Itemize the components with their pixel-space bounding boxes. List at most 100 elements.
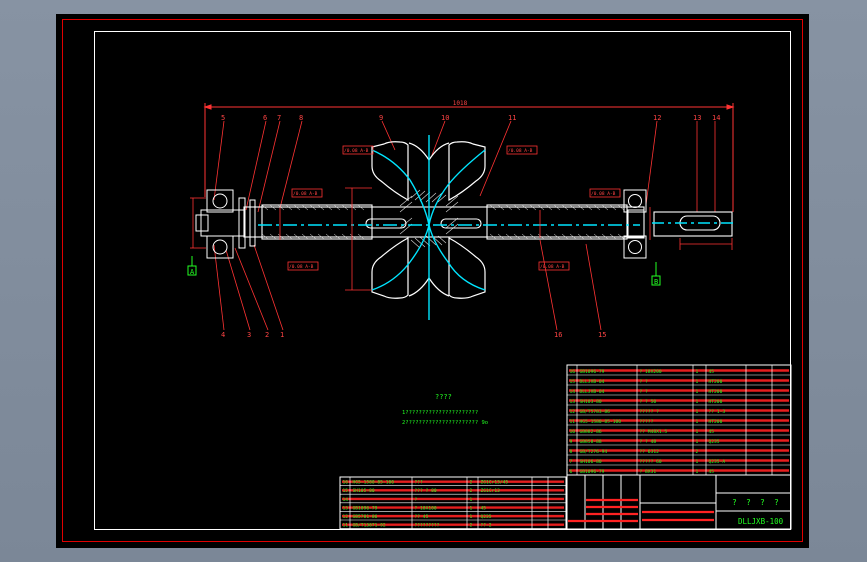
bom-cell-name: ? 18X100 [415,505,437,511]
bom-cell-name: ????? 60 [640,459,662,465]
bom-cell-no: 14 [570,389,576,395]
bom-cell-name: ? ? 50 [640,399,657,405]
bom-cell-qty: 1 [696,469,699,475]
callout-numbers-bottom: 4 3 2 1 16 15 [221,331,606,339]
title-mark: ? [760,498,765,507]
tolerance-label: /0.08 A-B [540,264,565,270]
callout-2: 2 [265,331,269,339]
bom-cell-code: SH106-80 [580,459,602,465]
bom-cell-mat: 45 [709,469,715,475]
bom-cell-qty: 1 [696,369,699,375]
title-mark: ? [774,498,779,507]
callout-15: 15 [598,331,606,339]
bom-cell-no: 13 [570,399,576,405]
bom-cell-name: ?? M48X1.5 [640,429,668,435]
bom-cell-name: ??? ? 80 [415,488,437,494]
bom-cell-no: 9 [570,439,573,445]
callout-9: 9 [379,114,383,122]
bom-cell-name: ? ? [640,389,649,395]
bom-row: 14?1 [340,497,566,504]
tolerance-labels: /0.08 A-B /0.08 A-B /0.08 A-B /0.08 A-B … [289,148,616,270]
bom-cell-mat: Q235 [709,439,720,445]
bom-cell-code: SH103-80 [580,399,602,405]
callout-12: 12 [653,114,661,122]
title-marks: ? ? ? ? [732,498,779,507]
bom-cell-code: HG5-1580-85-100 [353,480,395,486]
bom-cell-qty: 1 [470,497,473,503]
bom-cell-mat: ZG1Cr13/45 [481,480,509,486]
bom-cell-name: ? [415,497,418,503]
bom-cell-code: SH105-80 [353,488,375,494]
bom-row: 13 SH103-80 ? ? 50 1 HT200 [567,399,791,406]
bom-cell-mat: HT200 [709,379,723,385]
bom-cell-mat: Q235-A [709,459,726,465]
bom-cell-qty: 1 [696,459,699,465]
notes-line-2: 2?????????????????????? 9o [402,420,488,426]
tolerance-frames [287,145,621,271]
callout-4: 4 [221,331,225,339]
bom-cell-name: ?? 6312 [640,449,660,455]
bom-cell-code: HG5-1580-85-100 [580,419,622,425]
callout-leaders [213,120,716,331]
title-mark: ? [746,498,751,507]
bom-cell-mat: Q235 [481,514,492,520]
tolerance-label: /0.08 A-B [344,148,369,154]
bom-cell-code: GB1096-79 [353,505,378,511]
bearing-right [623,189,647,259]
bom-cell-name: ? 8X31 [640,469,657,475]
bom-cell-name: ????????? [415,523,440,529]
callout-10: 10 [441,114,449,122]
bom-cell-mat: HT200 [709,399,723,405]
bom-cell-qty: 1 [696,409,699,415]
callout-1: 1 [280,331,284,339]
callout-7: 7 [277,114,281,122]
drawing-canvas[interactable] [56,14,809,548]
datum-b [651,262,661,286]
bom-cell-qty: 2 [470,480,473,486]
callout-11: 11 [508,114,516,122]
bom-cell-name: ? ? [640,379,649,385]
callout-6: 6 [263,114,267,122]
callout-8: 8 [299,114,303,122]
bom-cell-no: 12 [343,514,349,520]
callout-3: 3 [247,331,251,339]
shaft [243,204,733,240]
bom-cell-no: 13 [343,505,349,511]
bom-cell-qty: 1 [696,389,699,395]
bom-cell-no: 16 [570,369,576,375]
bom-cell-mat: 45 [481,505,487,511]
overall-dimension-label: 1018 [453,100,468,107]
bom-cell-no: 8 [570,449,573,455]
bom-cell-no: 6 [570,469,573,475]
bom-cell-qty: 2 [470,523,473,529]
bom-cell-no: 15 [570,379,576,385]
bom-cell-mat: HT200 [709,389,723,395]
shaft-nut [238,197,256,249]
tolerance-label: /0.08 A-B [293,191,318,197]
bom-cell-mat: ??-2 [481,523,492,529]
bom-cell-no: 16 [343,480,349,486]
bom-cell-no: 10 [570,429,576,435]
bom-cell-code: GB5781-86 [353,514,378,520]
bom-cell-name: ????? [640,419,654,425]
bom-cell-qty: 2 [696,449,699,455]
bom-cell-code: GB/T13871-92 [353,523,386,529]
datum-a-label: A [190,268,195,276]
bom-cell-qty: 1 [696,399,699,405]
bom-cell-code: GB/T5783-86 [580,409,611,415]
callout-13: 13 [693,114,701,122]
